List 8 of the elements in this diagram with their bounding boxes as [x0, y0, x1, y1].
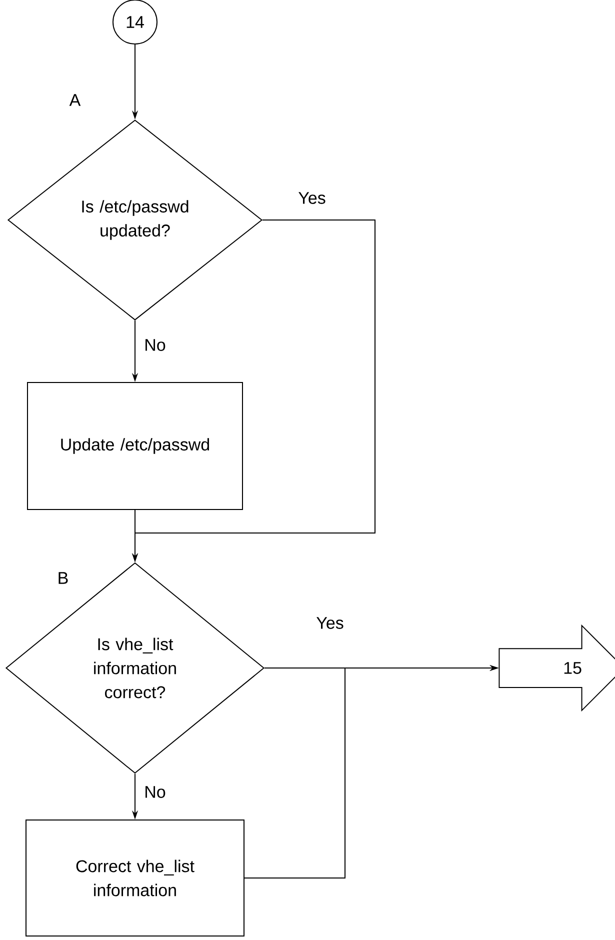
edge-label: Yes: [315, 616, 345, 630]
process-box: Correct vhe_list information: [26, 820, 244, 936]
edge-label: No: [143, 785, 167, 799]
edge-label: Yes: [297, 191, 327, 205]
process-box: Update /etc/passwd: [27, 382, 243, 510]
edge-label: No: [143, 338, 167, 352]
step-letter: A: [69, 94, 81, 106]
step-letter: B: [58, 572, 68, 584]
